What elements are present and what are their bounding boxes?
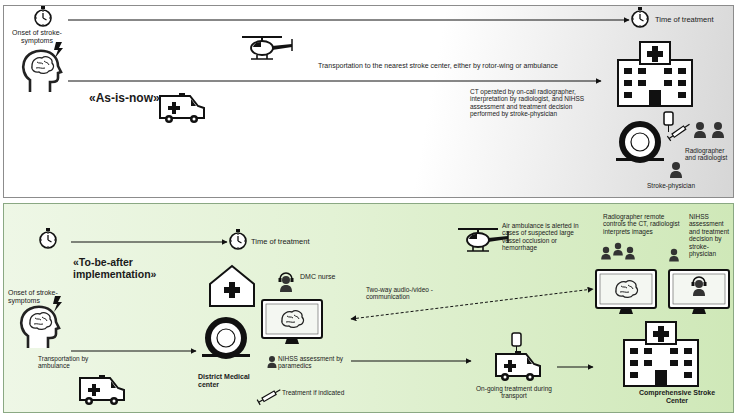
node-text: District Medical center — [198, 373, 258, 389]
node-text: Stroke-physician — [647, 182, 717, 189]
scenario-title: «As-is-now» — [89, 92, 199, 106]
node-text: DMC nurse — [300, 273, 350, 281]
node-text: Comprehensive Stroke Center — [637, 389, 717, 405]
house-icon — [224, 282, 240, 298]
brain-icon — [282, 311, 304, 328]
monitor-icon — [262, 300, 322, 344]
node-text: NIHSS assessment by paramedics — [278, 355, 348, 370]
monitor-icon — [669, 270, 729, 314]
brain-icon — [616, 281, 638, 298]
node-text: NIHSS assessment and treatment decision … — [689, 213, 733, 258]
node-text: Time of treatment — [251, 238, 323, 247]
scenario-title: «To-be-after implementation» — [73, 256, 173, 280]
node-text: Onset of stroke-symptoms — [6, 29, 68, 45]
node-text: On-going treatment during transport — [471, 385, 557, 400]
node-text: Treatment if indicated — [282, 389, 350, 396]
headset-icon — [692, 277, 707, 286]
node-text: Radiographer remote controls the CT, rad… — [603, 213, 685, 235]
node-text: Time of treatment — [655, 16, 733, 25]
operator-icon — [693, 280, 705, 296]
node-text: Radiographer and radiologist — [685, 147, 734, 162]
node-text: Onset of stroke-symptoms — [8, 289, 68, 305]
monitor-icon — [596, 270, 656, 314]
